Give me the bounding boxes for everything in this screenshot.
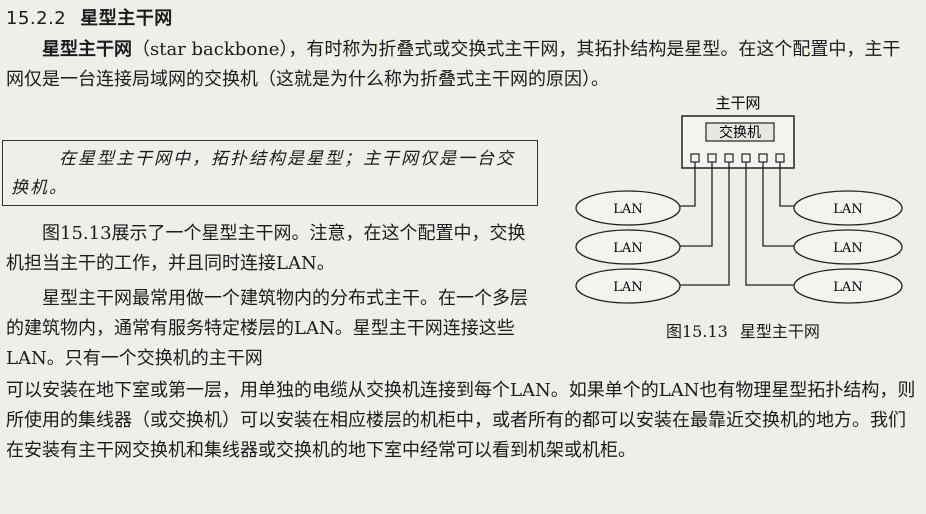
svg-text:LAN: LAN — [833, 241, 862, 256]
star-backbone-diagram: 主干网 交换机 LAN LAN — [575, 94, 903, 304]
paragraph-intro-text: （star backbone），有时称为折叠式或交换式主干网，其拓扑结构是星型。… — [6, 39, 901, 90]
cable-right-2 — [762, 162, 794, 247]
port — [758, 153, 768, 163]
svg-text:LAN: LAN — [613, 241, 642, 256]
svg-text:LAN: LAN — [833, 280, 862, 295]
cable-left-3 — [680, 162, 730, 286]
svg-text:LAN: LAN — [613, 280, 642, 295]
cable-right-1 — [779, 162, 794, 207]
switch-box — [705, 122, 775, 142]
port — [724, 153, 734, 163]
lan-right-3: LAN — [793, 268, 903, 304]
svg-text:LAN: LAN — [833, 202, 862, 217]
lan-left-3: LAN — [575, 268, 681, 304]
port — [707, 153, 717, 163]
section-heading: 15.2.2 星型主干网 — [6, 4, 173, 30]
section-title: 星型主干网 — [80, 8, 173, 29]
star-backbone-figure: 主干网 交换机 LAN LAN — [556, 92, 916, 342]
figure-caption: 图15.13 星型主干网 — [666, 318, 820, 342]
paragraph-figure-ref: 图15.13展示了一个星型主干网。注意，在这个配置中，交换机担当主干的工作，并且… — [6, 223, 526, 274]
paragraph-usage: 星型主干网最常用做一个建筑物内的分布式主干。在一个多层的建筑物内，通常有服务特定… — [6, 288, 528, 369]
port — [690, 153, 700, 163]
cable-left-1 — [680, 162, 696, 207]
backbone-label: 主干网 — [715, 94, 760, 112]
caption-title: 星型主干网 — [739, 322, 820, 341]
key-term: 星型主干网 — [42, 39, 132, 60]
svg-text:LAN: LAN — [613, 202, 642, 217]
paragraph-intro: 星型主干网（star backbone），有时称为折叠式或交换式主干网，其拓扑结… — [6, 35, 916, 95]
switch-label: 交换机 — [719, 124, 761, 141]
cable-left-2 — [680, 162, 713, 247]
caption-number: 图15.13 — [666, 322, 728, 341]
cables — [680, 162, 794, 286]
lan-right-1: LAN — [793, 190, 903, 226]
section-number: 15.2.2 — [6, 8, 67, 29]
lan-right-2: LAN — [793, 229, 903, 265]
cable-right-3 — [745, 162, 794, 286]
port — [775, 153, 785, 163]
lan-left-1: LAN — [575, 190, 681, 226]
lan-left-2: LAN — [575, 229, 681, 265]
port — [741, 153, 751, 163]
key-point-callout: 在星型主干网中，拓扑结构是星型；主干网仅是一台交换机。 — [2, 140, 538, 206]
paragraph-usage-cont: 可以安装在地下室或第一层，用单独的电缆从交换机连接到每个LAN。如果单个的LAN… — [6, 380, 916, 461]
